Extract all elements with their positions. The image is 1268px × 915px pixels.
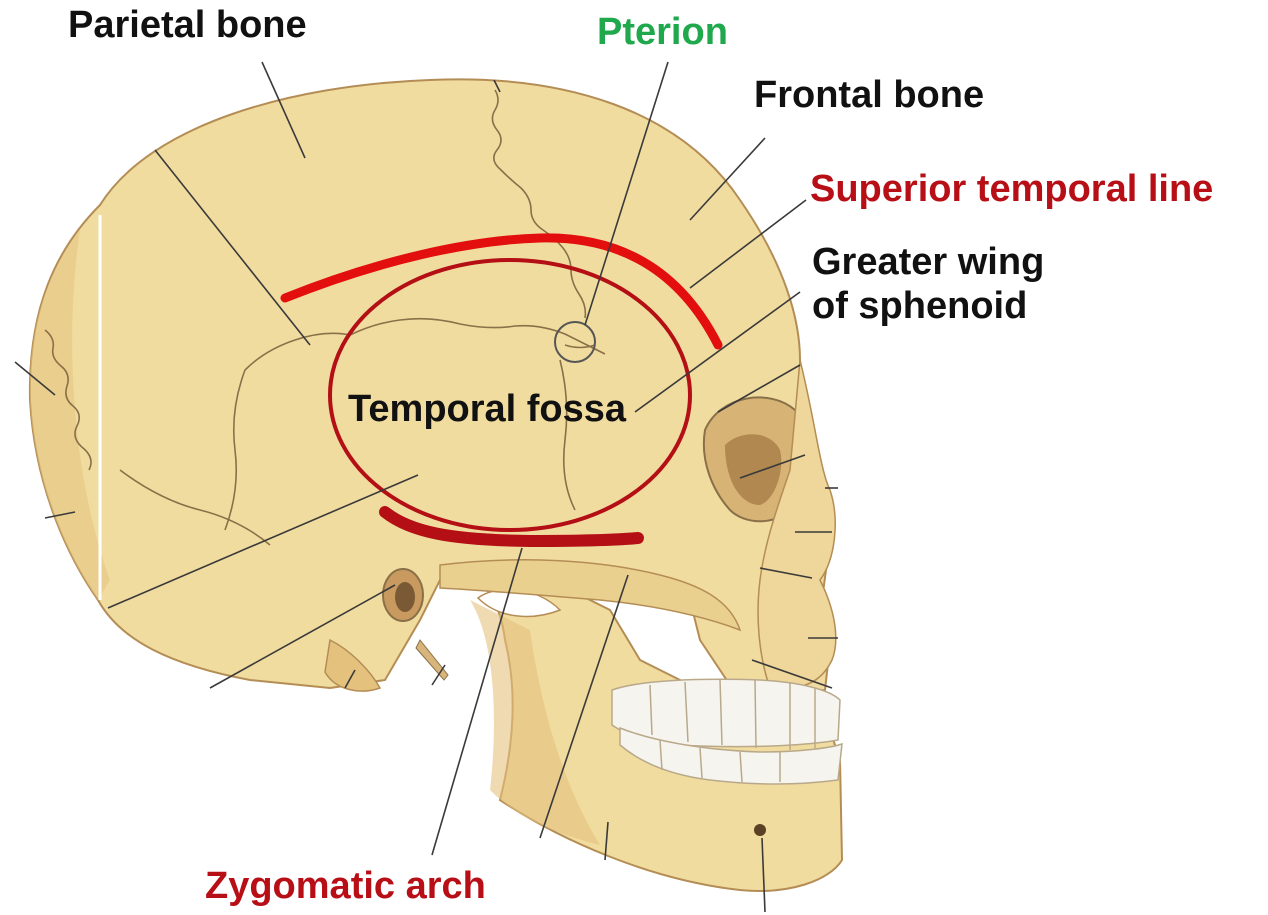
styloid-process (416, 640, 448, 680)
label-temporal-fossa: Temporal fossa (348, 388, 626, 432)
label-superior-temporal-line: Superior temporal line (810, 168, 1213, 212)
label-pterion: Pterion (597, 11, 728, 55)
label-frontal-bone: Frontal bone (754, 74, 984, 118)
mental-foramen (754, 824, 766, 836)
label-greater-wing-of-sphenoid: Greater wing of sphenoid (812, 241, 1044, 328)
label-zygomatic-arch: Zygomatic arch (205, 865, 486, 909)
label-parietal-bone: Parietal bone (68, 4, 307, 48)
